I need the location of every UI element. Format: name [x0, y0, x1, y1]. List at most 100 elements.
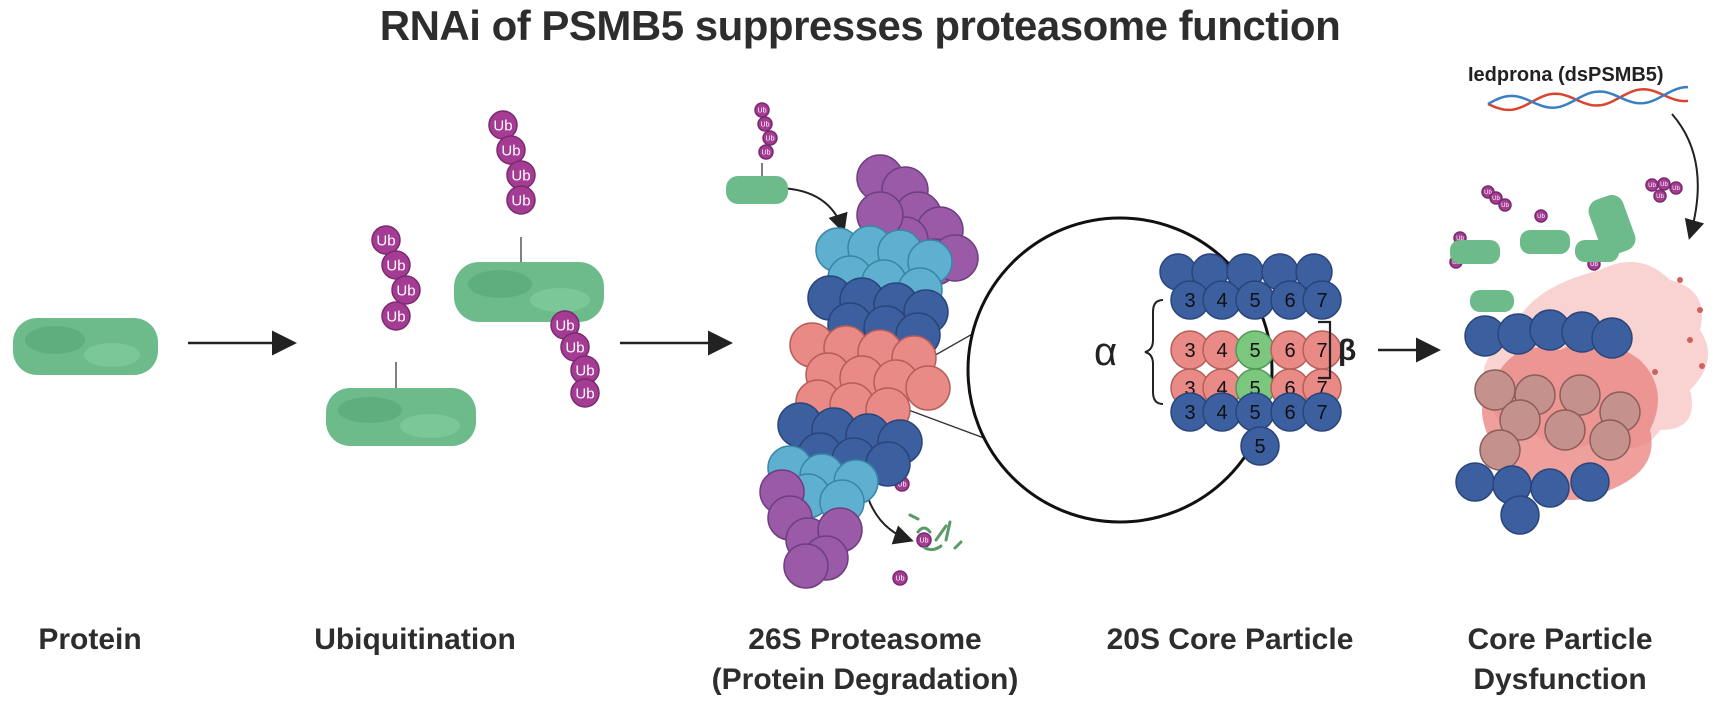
- chain-a-ub-1: Ub: [371, 225, 401, 255]
- protein-substrate-small: [726, 176, 788, 204]
- svg-text:Ub: Ub: [1590, 262, 1598, 268]
- stage-label-ubiquitination: Ubiquitination: [314, 623, 516, 656]
- svg-text:6: 6: [1284, 290, 1295, 312]
- chain-b-ub-1: Ub: [488, 110, 518, 140]
- svg-text:4: 4: [1216, 340, 1227, 362]
- svg-text:3: 3: [1184, 378, 1195, 400]
- chain-substrate-ub-4: Ub: [758, 144, 774, 160]
- chain-substrate-ub-1: Ub: [754, 102, 770, 118]
- svg-text:Ub: Ub: [920, 538, 929, 545]
- core-subunit-r1-c5: 7: [1302, 280, 1342, 320]
- svg-text:Ub: Ub: [493, 117, 512, 134]
- core-subunit-r4-c4: 6: [1270, 392, 1310, 432]
- protein-blob-ubiquitinated-1: [326, 388, 476, 446]
- svg-text:Ub: Ub: [565, 339, 584, 356]
- dys-droplet-2: [1697, 307, 1703, 313]
- protein-blob-ubiquitinated-2: [454, 262, 604, 322]
- svg-text:Ub: Ub: [396, 282, 415, 299]
- svg-text:Ub: Ub: [1456, 236, 1464, 242]
- svg-text:6: 6: [1284, 340, 1295, 362]
- chain-released-ub-3: Ub: [892, 570, 908, 586]
- svg-text:3: 3: [1184, 402, 1195, 424]
- svg-text:Ub: Ub: [896, 576, 905, 583]
- svg-text:Ub: Ub: [758, 108, 767, 115]
- cap-bottom-subunit-6: [783, 543, 829, 589]
- svg-text:Ub: Ub: [1484, 190, 1492, 196]
- svg-text:Ub: Ub: [386, 257, 405, 274]
- chain-b-ub-3: Ub: [506, 160, 536, 190]
- svg-text:Ub: Ub: [376, 232, 395, 249]
- alpha-symbol: α: [1094, 330, 1117, 374]
- svg-text:Ub: Ub: [766, 136, 775, 143]
- svg-text:6: 6: [1284, 402, 1295, 424]
- chain-b-ub-4: Ub: [506, 185, 536, 215]
- svg-text:5: 5: [1249, 402, 1260, 424]
- dys-alpha-bottom-1: [1455, 462, 1495, 502]
- drug-label: Iedprona (dsPSMB5): [1468, 64, 1664, 86]
- svg-text:7: 7: [1316, 378, 1327, 400]
- dys-alpha-bottom-5: [1500, 495, 1540, 535]
- svg-text:Ub: Ub: [511, 167, 530, 184]
- alpha-brace: [1144, 299, 1164, 405]
- chain-substrate-ub-3: Ub: [762, 130, 778, 146]
- svg-text:Ub: Ub: [1537, 214, 1545, 220]
- chain-dys-c-ub-4: Ub: [1653, 189, 1667, 203]
- stage-label-core-particle-dysfunction: Core Particle Dysfunction: [1467, 623, 1653, 696]
- svg-text:Ub: Ub: [575, 385, 594, 402]
- svg-text:5: 5: [1249, 340, 1260, 362]
- svg-text:5: 5: [1249, 290, 1260, 312]
- core-subunit-r1-c3: 5: [1235, 280, 1275, 320]
- degraded-fragments: [908, 513, 963, 552]
- dys-protein-fragment-5: [1588, 194, 1636, 256]
- svg-text:7: 7: [1316, 290, 1327, 312]
- chain-dys-a-ub-3: Ub: [1498, 198, 1512, 212]
- chain-substrate-ub-2: Ub: [757, 116, 773, 132]
- svg-text:Ub: Ub: [386, 308, 405, 325]
- svg-text:Ub: Ub: [511, 192, 530, 209]
- chain-dys-c-ub-1: Ub: [1645, 178, 1659, 192]
- chain-dys-c-ub-2: Ub: [1657, 177, 1671, 191]
- core-subunit-r2-c3: 5: [1235, 330, 1275, 370]
- beta-subunit-8: [905, 365, 951, 411]
- chain-dys-a-ub-4: Ub: [1534, 209, 1548, 223]
- protein-blob-standalone: [13, 318, 158, 375]
- stage-label-26s-proteasome: 26S Proteasome (Protein Degradation): [711, 623, 1019, 696]
- chain-c-ub-2: Ub: [560, 332, 590, 362]
- svg-text:4: 4: [1216, 378, 1227, 400]
- svg-text:Ub: Ub: [898, 482, 907, 489]
- svg-text:Ub: Ub: [1656, 194, 1664, 200]
- chain-dys-a-ub-2: Ub: [1489, 191, 1503, 205]
- chain-dys-c-ub-3: Ub: [1669, 181, 1683, 195]
- chain-a-ub-3: Ub: [391, 275, 421, 305]
- svg-text:Ub: Ub: [762, 150, 771, 157]
- chain-a-ub-2: Ub: [381, 250, 411, 280]
- figure-title: RNAi of PSMB5 suppresses proteasome func…: [379, 2, 1341, 49]
- core-subunit-r4-c3: 5: [1235, 392, 1275, 432]
- dys-beta-6: [1544, 409, 1586, 451]
- flow-arrows: [188, 113, 1705, 545]
- dys-beta-5: [1499, 399, 1541, 441]
- dysfunctional-core-particle: [1450, 194, 1708, 535]
- svg-text:3: 3: [1184, 290, 1195, 312]
- dys-protein-fragment-2: [1520, 230, 1570, 254]
- svg-text:5: 5: [1254, 436, 1265, 458]
- proteasome-26s: [759, 154, 979, 589]
- dys-protein-fragment-4: [1470, 290, 1514, 312]
- dys-protein-fragment-1: [1450, 240, 1500, 264]
- core-subunit-r2-c5: 7: [1302, 330, 1342, 370]
- core-subunit-bottom: 5: [1240, 426, 1280, 466]
- dys-droplet-1: [1677, 277, 1683, 283]
- svg-text:Ub: Ub: [1501, 203, 1509, 209]
- svg-text:3: 3: [1184, 340, 1195, 362]
- dys-alpha-bottom-3: [1530, 468, 1570, 508]
- dsrna-strand-sense: [1487, 88, 1689, 112]
- svg-text:7: 7: [1316, 402, 1327, 424]
- svg-text:4: 4: [1216, 402, 1227, 424]
- dsrna-helix: [1487, 85, 1689, 112]
- dys-beta-7: [1589, 419, 1631, 461]
- svg-text:5: 5: [1249, 378, 1260, 400]
- svg-text:Ub: Ub: [1648, 183, 1656, 189]
- dsrna-strand-antisense: [1487, 85, 1689, 109]
